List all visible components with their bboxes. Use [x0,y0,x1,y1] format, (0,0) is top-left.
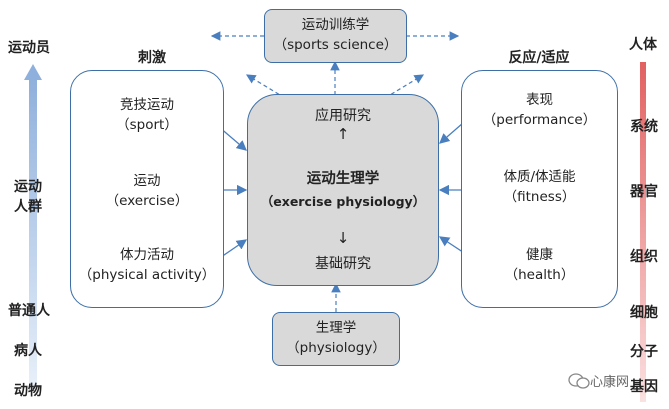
sports-science-zh: 运动训练学 [301,17,370,33]
label-system: 系统 [630,119,658,135]
watermark: 心康网 [568,370,638,392]
stimulus-item-zh: 运动 [133,173,161,189]
label-animal: 动物 [14,383,42,399]
sports-science-en: （sports science） [273,37,398,53]
label-organ: 器官 [630,184,658,200]
label-cell: 细胞 [630,305,658,321]
response-box: 表现 （performance） 体质/体适能 （fitness） 健康 （he… [461,70,618,308]
physiology-zh: 生理学 [315,320,357,336]
stimulus-item-en: （sport） [116,117,178,133]
response-item-zh: 表现 [526,92,553,108]
stimulus-item-en: （exercise） [105,193,189,209]
center-title-en: （exercise physiology） [260,194,426,209]
response-item-zh: 健康 [526,247,553,263]
stimulus-item-zh: 体力活动 [120,247,174,263]
response-item-en: （health） [504,267,575,283]
stimulus-item-en: （physical activity） [78,267,216,283]
down-arrow-icon: ↓ [336,229,350,247]
right-gradient-bar [640,62,646,402]
label-sport-people-1: 运动 [14,179,42,195]
label-ordinary: 普通人 [8,303,50,319]
label-sport-people-2: 人群 [14,199,42,215]
stimulus-box: 竞技运动 （sport） 运动 （exercise） 体力活动 （physica… [70,70,224,308]
basic-research: 基础研究 [315,256,371,272]
up-arrow-icon: ↑ [336,125,350,143]
exercise-physiology-box: 应用研究 ↑ 运动生理学 （exercise physiology） ↓ 基础研… [247,94,439,286]
response-title: 反应/适应 [508,50,570,66]
stimulus-item-zh: 竞技运动 [120,97,174,113]
response-item-zh: 体质/体适能 [503,169,576,185]
physiology-en: （physiology） [286,340,386,356]
label-athlete: 运动员 [8,40,50,56]
center-title-zh: 运动生理学 [306,171,380,187]
applied-research: 应用研究 [315,108,371,124]
label-patient: 病人 [14,343,42,359]
label-tissue: 组织 [630,249,658,265]
label-molecule: 分子 [630,344,658,360]
sports-science-box: 运动训练学 （sports science） [264,9,407,63]
left-gradient-arrow [24,64,42,390]
label-human-body: 人体 [629,37,657,53]
response-item-en: （performance） [482,112,597,128]
label-gene: 基因 [630,379,658,395]
physiology-box: 生理学 （physiology） [272,312,400,366]
watermark-text: 心康网 [590,375,630,390]
stimulus-title: 刺激 [138,50,166,66]
wechat-icon [568,373,590,389]
response-item-en: （fitness） [503,189,576,205]
